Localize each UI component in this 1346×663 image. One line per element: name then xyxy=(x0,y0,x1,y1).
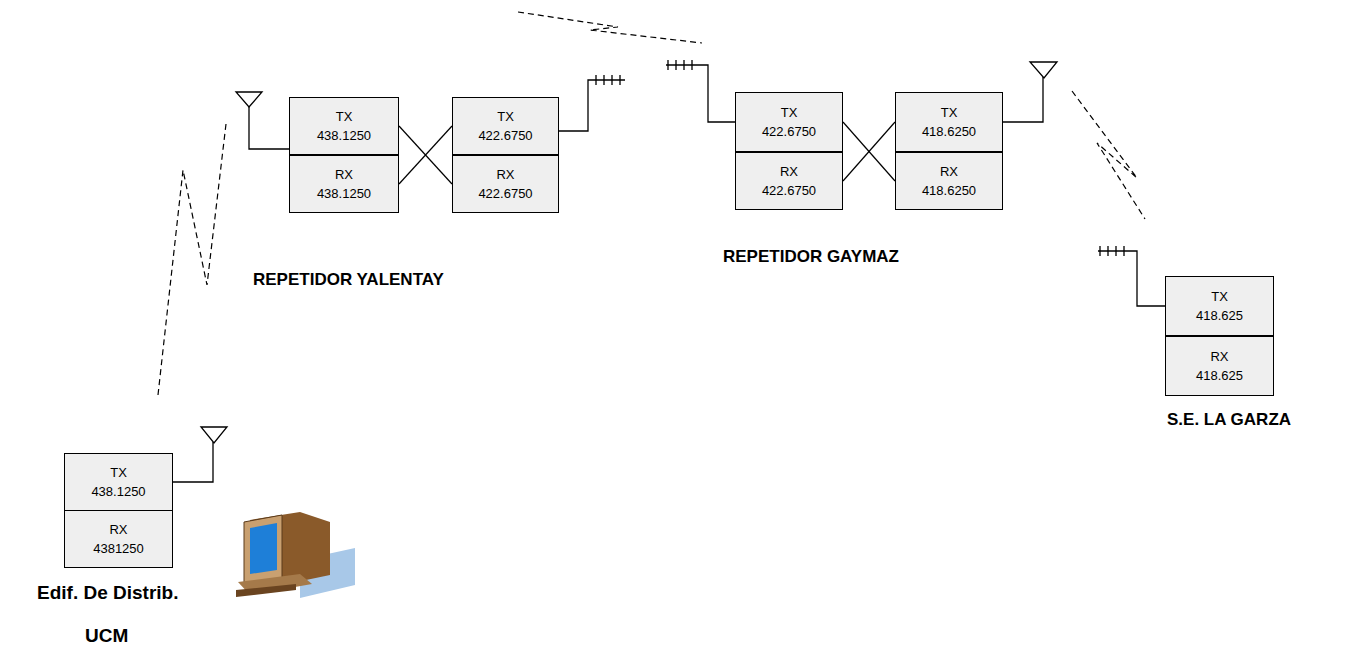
antenna-symbol xyxy=(1030,62,1057,78)
frequency-value: 418.6250 xyxy=(922,122,976,141)
antenna-symbol xyxy=(201,427,227,443)
frequency-value: 438.1250 xyxy=(317,126,371,145)
frequency-value: 422.6750 xyxy=(478,126,532,145)
site-label: S.E. LA GARZA xyxy=(1167,410,1291,430)
radio-box: TX422.6750 xyxy=(452,97,559,155)
cross-connection xyxy=(399,126,452,184)
radio-link xyxy=(518,12,702,43)
radio-box: RX418.625 xyxy=(1165,336,1274,396)
radio-box: RX422.6750 xyxy=(452,155,559,213)
radio-box: RX422.6750 xyxy=(735,152,843,210)
channel-label: TX xyxy=(781,103,798,122)
channel-label: RX xyxy=(940,162,958,181)
channel-label: TX xyxy=(336,107,353,126)
channel-label: TX xyxy=(941,103,958,122)
radio-link xyxy=(158,124,226,395)
site-label: Edif. De Distrib. xyxy=(37,582,178,604)
radio-box: TX418.6250 xyxy=(895,92,1003,152)
channel-label: TX xyxy=(1211,287,1228,306)
antenna-wire xyxy=(1002,77,1043,122)
channel-label: RX xyxy=(496,165,514,184)
antenna-wire xyxy=(172,442,213,482)
radio-box: TX438.1250 xyxy=(289,97,399,155)
channel-label: TX xyxy=(497,107,514,126)
yagi-antenna xyxy=(1098,251,1165,306)
frequency-value: 418.6250 xyxy=(922,181,976,200)
frequency-value: 422.6750 xyxy=(478,184,532,203)
frequency-value: 422.6750 xyxy=(762,181,816,200)
frequency-value: 438.1250 xyxy=(317,184,371,203)
frequency-value: 4381250 xyxy=(93,539,144,558)
radio-box: TX422.6750 xyxy=(735,92,843,152)
radio-box: RX418.6250 xyxy=(895,152,1003,210)
radio-box: RX438.1250 xyxy=(289,155,399,213)
radio-link xyxy=(1072,91,1145,219)
channel-label: RX xyxy=(1210,347,1228,366)
cross-connection xyxy=(399,126,452,184)
radio-box: TX418.625 xyxy=(1165,276,1274,336)
yagi-elements xyxy=(1100,246,1124,256)
channel-label: TX xyxy=(110,463,127,482)
frequency-value: 422.6750 xyxy=(762,122,816,141)
site-label: UCM xyxy=(85,625,128,647)
channel-label: RX xyxy=(780,162,798,181)
channel-label: RX xyxy=(109,520,127,539)
antenna-wire xyxy=(249,106,289,149)
frequency-value: 418.625 xyxy=(1196,366,1243,385)
yagi-antenna xyxy=(666,65,735,122)
yagi-elements xyxy=(596,75,620,85)
radio-box: RX4381250 xyxy=(64,510,173,568)
site-label: REPETIDOR GAYMAZ xyxy=(723,247,899,267)
radio-box: TX438.1250 xyxy=(64,453,173,511)
cross-connection xyxy=(843,122,895,181)
computer-icon xyxy=(236,512,355,598)
channel-label: RX xyxy=(335,165,353,184)
yagi-antenna xyxy=(558,80,625,131)
frequency-value: 438.1250 xyxy=(91,482,145,501)
cross-connection xyxy=(843,122,895,181)
site-label: REPETIDOR YALENTAY xyxy=(253,270,444,290)
yagi-elements xyxy=(668,60,692,70)
frequency-value: 418.625 xyxy=(1196,306,1243,325)
antenna-symbol xyxy=(236,92,262,107)
